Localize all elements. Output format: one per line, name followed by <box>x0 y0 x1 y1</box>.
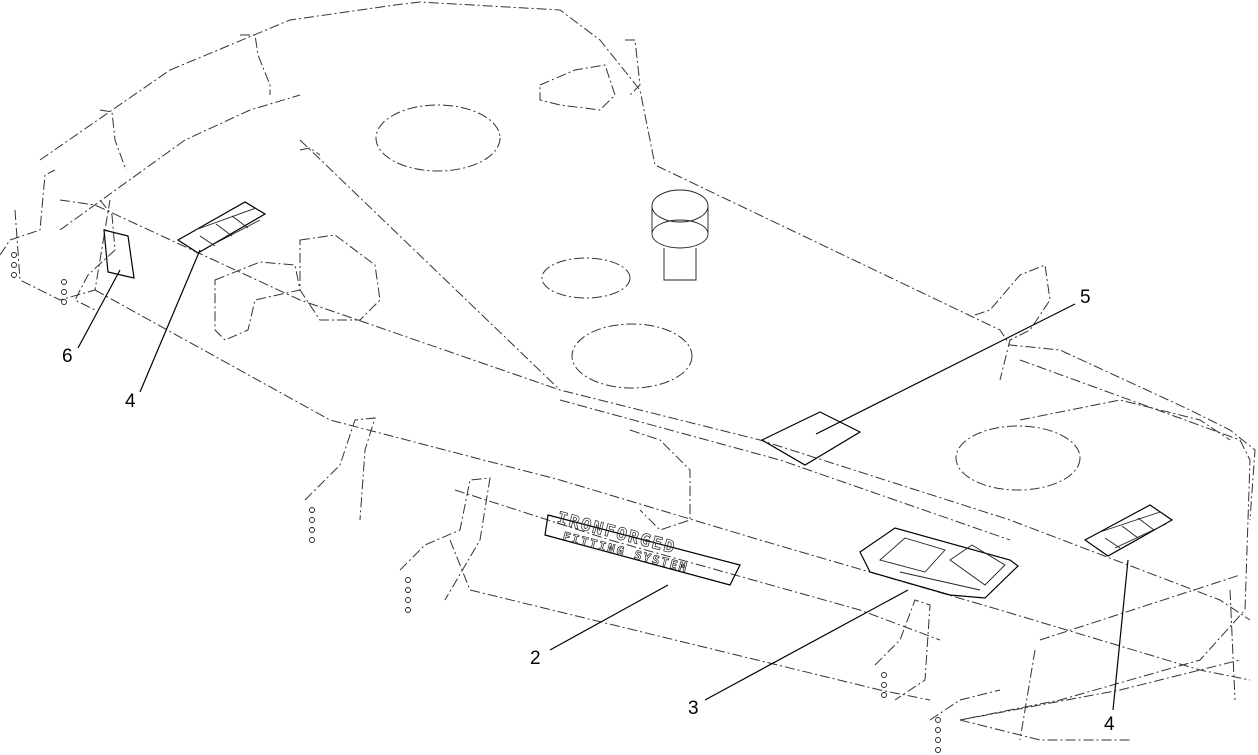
decal-6 <box>103 229 135 279</box>
leader-4-left <box>139 249 201 393</box>
leader-lines <box>77 249 1129 711</box>
leader-5 <box>815 303 1076 435</box>
decal-3-logo <box>859 527 1019 599</box>
callout-2: 2 <box>530 648 541 669</box>
leader-6 <box>77 269 121 349</box>
callout-3: 3 <box>688 698 699 719</box>
decal-4-right <box>1083 504 1174 557</box>
callout-4-left: 4 <box>125 391 136 412</box>
decal-2-nameplate: IRONFORGED FITTING SYSTEM <box>544 508 741 586</box>
leader-4-right <box>1112 559 1129 711</box>
callout-4-right: 4 <box>1104 714 1115 735</box>
leader-2 <box>549 584 669 651</box>
callout-6: 6 <box>62 346 73 367</box>
callout-labels: 6 4 5 2 3 4 <box>62 287 1115 735</box>
callout-5: 5 <box>1080 287 1091 308</box>
decal-4-left <box>176 201 267 254</box>
decal-5 <box>760 411 862 466</box>
leader-3 <box>704 589 909 701</box>
